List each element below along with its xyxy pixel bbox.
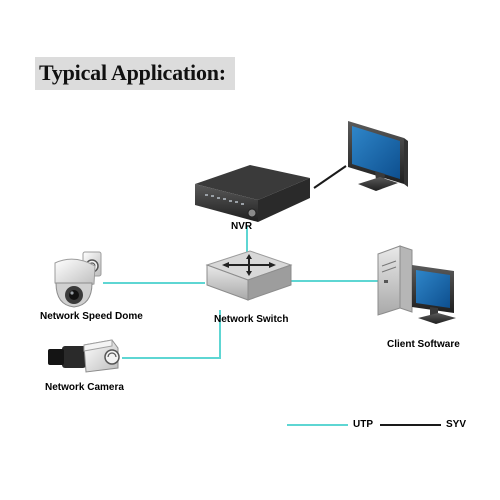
monitor-icon — [348, 121, 408, 191]
network-switch-label: Network Switch — [214, 314, 289, 325]
diagram-title: Typical Application: — [39, 60, 226, 85]
link-nvr-monitor — [313, 165, 347, 189]
title-band — [35, 57, 235, 90]
link-camera-switch — [122, 310, 221, 359]
network-switch-icon — [205, 250, 293, 301]
box-camera-icon — [48, 339, 120, 373]
desktop-pc-icon — [377, 245, 456, 324]
legend-syv-label: SYV — [446, 419, 467, 430]
connection-lines — [103, 165, 378, 359]
network-camera-label: Network Camera — [45, 382, 124, 393]
nvr-label: NVR — [231, 221, 253, 232]
legend-utp-label: UTP — [353, 419, 373, 430]
network-speed-dome-label: Network Speed Dome — [40, 311, 143, 322]
speed-dome-icon — [54, 251, 102, 308]
nvr-icon — [195, 165, 310, 222]
client-software-label: Client Software — [387, 339, 460, 350]
